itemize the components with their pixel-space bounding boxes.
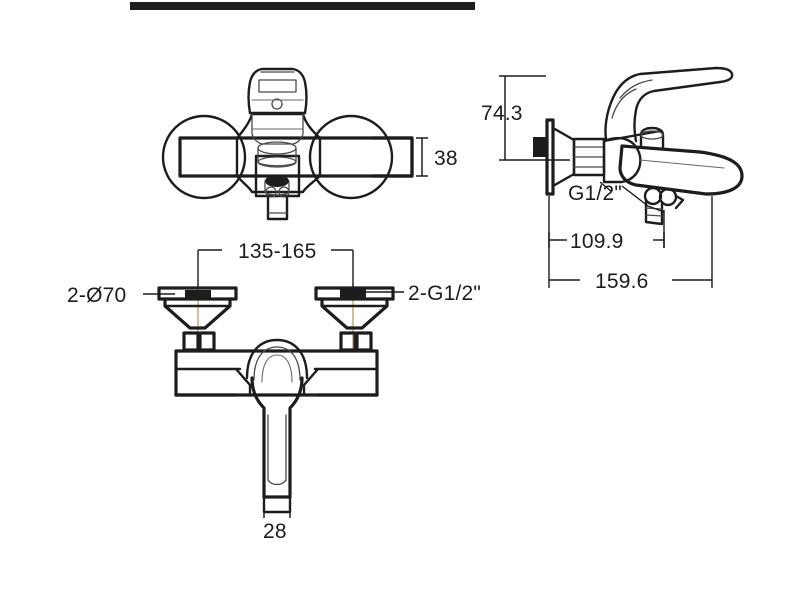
- dim-38-label: 38: [434, 147, 458, 170]
- dim-28-label: 28: [263, 520, 287, 543]
- side-hose-outlet: [643, 186, 685, 226]
- dim-109-9-group: 109.9: [548, 185, 665, 253]
- dim-74-3-group: 74.3: [481, 75, 570, 161]
- front-body-bar: [174, 349, 379, 397]
- dim-2-g12-label: 2-G1/2": [408, 282, 481, 305]
- front-view: 135-165 2-Ø70 2-G1/2" 28: [67, 240, 481, 543]
- dim-g12-side-group: G1/2": [568, 181, 622, 205]
- dim-74-3-label: 74.3: [481, 102, 523, 125]
- dim-159-6-group: 159.6: [548, 196, 713, 293]
- dim-159-6-label: 159.6: [595, 270, 649, 293]
- right-escutcheon-circle: [308, 114, 394, 200]
- top-view-body-bar: [178, 136, 414, 178]
- dim-135-165-group: 135-165: [197, 240, 354, 288]
- top-rule: [130, 2, 475, 10]
- side-mixer-body: [602, 129, 744, 196]
- dim-2-d70-group: 2-Ø70: [67, 284, 175, 307]
- dim-109-9-label: 109.9: [570, 230, 624, 253]
- top-view-spout-stub: [264, 175, 290, 221]
- top-view-cartridge-collar: [251, 113, 304, 145]
- top-view: 38: [161, 67, 458, 221]
- front-spout-root: [245, 338, 309, 383]
- right-escutcheon: [314, 286, 395, 352]
- dim-g12-side-label: G1/2": [568, 182, 622, 205]
- top-view-lever-handle: [247, 67, 308, 115]
- side-lever-handle: [604, 66, 734, 143]
- side-inlet-hex-nut: [572, 137, 606, 177]
- dim-28-group: 28: [263, 506, 291, 543]
- dim-38-group: 38: [416, 137, 458, 177]
- side-view: 74.3 G1/2" 109.9: [481, 66, 744, 293]
- dim-2-d70-label: 2-Ø70: [67, 284, 126, 307]
- left-escutcheon-circle: [161, 114, 247, 200]
- top-view-outlet-boss: [257, 141, 297, 168]
- side-diverter-knob: [639, 126, 665, 151]
- dim-2-g12-group: 2-G1/2": [366, 282, 481, 305]
- dim-135-165-label: 135-165: [238, 240, 316, 263]
- left-escutcheon: [157, 286, 238, 352]
- front-spout: [250, 376, 304, 514]
